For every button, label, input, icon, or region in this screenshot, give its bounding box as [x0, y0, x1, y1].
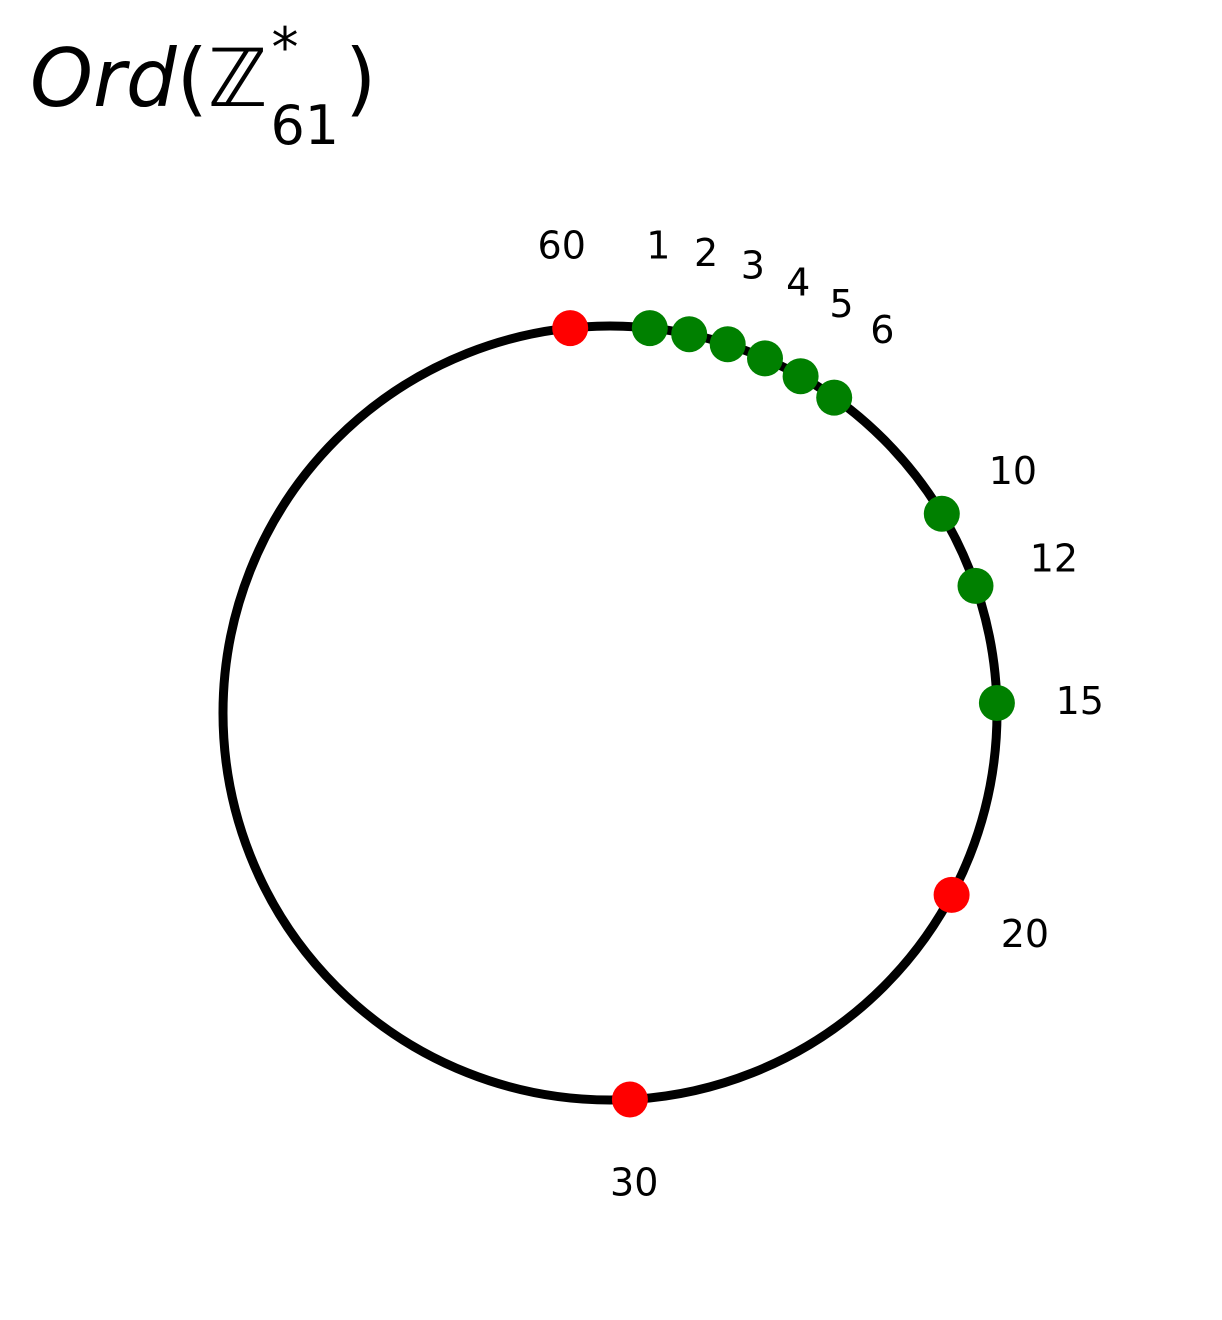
divisor-point-60: [552, 310, 589, 347]
divisor-label-3: 3: [741, 243, 765, 287]
divisor-label-10: 10: [989, 449, 1037, 493]
divisor-point-20: [933, 876, 970, 913]
divisor-point-4: [747, 340, 783, 377]
divisor-label-30: 30: [610, 1160, 658, 1204]
title: Ord(ℤ* 61): [30, 16, 376, 157]
divisor-point-30: [611, 1081, 648, 1118]
divisor-point-10: [923, 495, 960, 532]
divisor-point-5: [782, 358, 819, 395]
divisor-point-1: [631, 310, 668, 347]
svg-text:Ord(ℤ*61): Ord(ℤ* 61): [30, 16, 376, 157]
divisor-label-12: 12: [1030, 537, 1078, 581]
divisor-point-15: [978, 685, 1015, 721]
divisor-point-6: [816, 379, 853, 416]
title-close-paren: ): [345, 32, 376, 125]
title-superscript: *: [271, 16, 298, 79]
divisor-label-1: 1: [646, 224, 670, 268]
title-open-paren: (: [177, 32, 208, 125]
title-subscript: 61: [270, 94, 339, 157]
divisor-label-2: 2: [694, 231, 718, 275]
divisor-point-3: [709, 326, 746, 363]
divisor-label-5: 5: [829, 282, 853, 326]
group-circle: [218, 321, 1002, 1105]
divisor-label-6: 6: [870, 308, 894, 352]
title-prefix: Ord: [30, 32, 178, 125]
title-set-symbol: ℤ: [208, 32, 268, 125]
divisor-point-12: [957, 567, 994, 604]
divisor-label-60: 60: [538, 224, 586, 268]
divisor-point-2: [671, 316, 708, 353]
divisor-label-15: 15: [1056, 679, 1104, 723]
divisor-label-20: 20: [1001, 912, 1049, 956]
divisor-label-4: 4: [786, 260, 810, 304]
